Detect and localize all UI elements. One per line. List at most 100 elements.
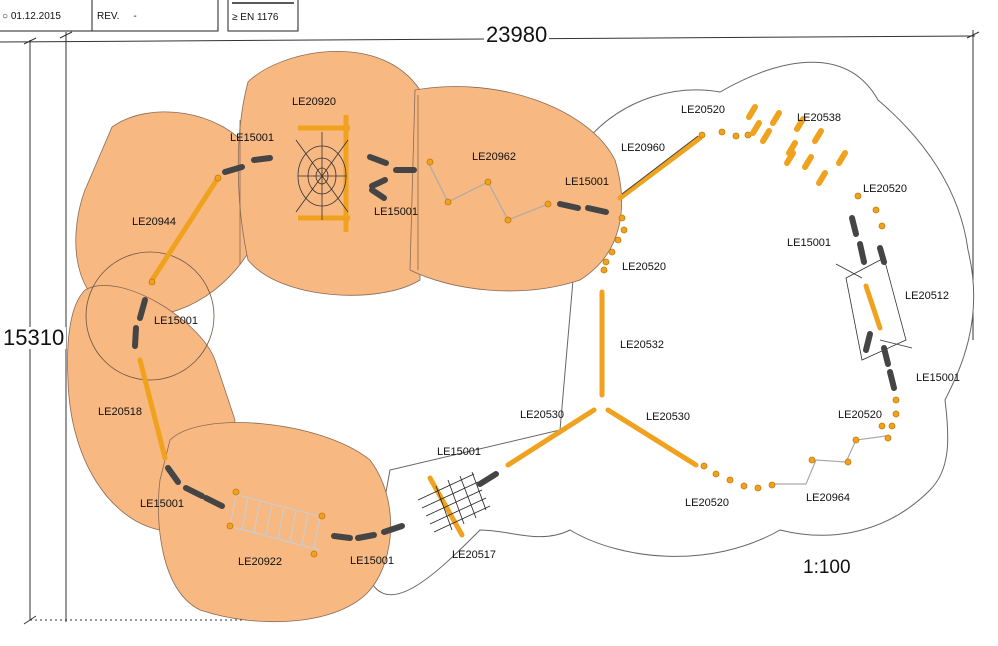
stepping-point — [698, 131, 706, 139]
part-label: LE20517 — [452, 549, 497, 561]
part-label: LE15001 — [565, 176, 610, 188]
stepping-point — [852, 436, 860, 444]
rope-link — [132, 325, 139, 349]
beam-le20518 — [137, 357, 168, 461]
stepping-point — [732, 132, 740, 140]
stump-post — [836, 150, 848, 166]
stump-post — [816, 170, 828, 186]
part-label: LE20512 — [905, 290, 950, 302]
date-text: ○ 01.12.2015 — [2, 11, 61, 22]
stepping-point — [872, 206, 880, 214]
stump-post — [760, 128, 772, 144]
rope-link — [137, 297, 148, 321]
rope-link — [857, 241, 867, 265]
rope-link — [557, 201, 581, 211]
scale-label: 1:100 — [803, 557, 851, 578]
rope-link — [881, 345, 891, 367]
stepping-point — [318, 512, 326, 520]
rope-link — [355, 532, 377, 541]
stump-post — [812, 128, 824, 144]
rope-link — [165, 465, 181, 485]
rope-link — [477, 471, 499, 487]
part-label: LE20538 — [797, 112, 842, 124]
beam-le20512 — [863, 283, 883, 331]
rope-link — [222, 164, 245, 175]
stepping-point — [768, 481, 776, 489]
stepping-point — [808, 456, 816, 464]
rope-link — [877, 245, 887, 265]
stepping-point — [310, 550, 318, 558]
rope-link — [585, 205, 609, 215]
stepping-point — [726, 476, 734, 484]
title-block — [0, 0, 299, 32]
part-label: LE20518 — [98, 406, 143, 418]
rev-label: REV. - — [97, 11, 137, 22]
part-label: LE15001 — [374, 206, 419, 218]
part-label: LE20520 — [685, 497, 730, 509]
standard-text: ≥ EN 1176 — [232, 12, 279, 23]
part-label: LE15001 — [140, 498, 185, 510]
stump-post — [770, 110, 782, 126]
beam-le20530-right — [605, 407, 699, 468]
width-dimension: 23980 — [484, 22, 550, 47]
outer-safety-outline — [369, 61, 975, 596]
beam-le20960 — [617, 135, 703, 201]
stepping-point — [892, 396, 900, 404]
part-label: LE20532 — [620, 339, 665, 351]
stepping-point — [600, 266, 608, 274]
stepping-point — [232, 488, 240, 496]
part-label: LE15001 — [350, 555, 395, 567]
part-label: LE20964 — [806, 492, 851, 504]
stepping-point — [878, 222, 886, 230]
bridge-le20922 — [227, 493, 327, 551]
stepping-point — [608, 248, 616, 256]
height-dimension: 15310 — [1, 325, 67, 350]
stepping-point — [884, 434, 892, 442]
part-label: LE20530 — [646, 411, 691, 423]
stump-post — [786, 140, 798, 156]
rope-frame-le20512 — [835, 257, 913, 361]
part-label: LE20960 — [621, 142, 666, 154]
stepping-point — [892, 410, 900, 418]
stepping-point — [844, 458, 852, 466]
stepping-point — [754, 484, 762, 492]
part-label: LE20520 — [838, 409, 883, 421]
stump-post — [746, 104, 758, 120]
rope-link — [203, 495, 225, 509]
rope-link — [183, 485, 205, 499]
rope-link — [331, 533, 353, 541]
part-label: LE15001 — [230, 132, 275, 144]
part-label: LE20520 — [863, 183, 908, 195]
stepping-point — [718, 128, 726, 136]
stepping-point — [700, 462, 708, 470]
stepping-point — [544, 200, 552, 208]
part-label: LE20944 — [132, 216, 177, 228]
part-label: LE20962 — [472, 151, 517, 163]
part-label: LE15001 — [437, 446, 482, 458]
stepping-point — [214, 174, 222, 182]
part-label: LE20520 — [622, 261, 667, 273]
stepping-point — [148, 278, 156, 286]
stepping-point — [888, 422, 896, 430]
part-label: LE20922 — [238, 556, 283, 568]
beam-le20960-inner — [621, 135, 699, 195]
rope-link — [367, 154, 389, 166]
stepping-point — [426, 158, 434, 166]
part-label: LE20530 — [520, 409, 565, 421]
beam-le20530-left — [505, 407, 597, 468]
stepping-points — [148, 104, 900, 558]
part-label: LE15001 — [916, 372, 961, 384]
rope-link — [251, 155, 273, 163]
net-le20517 — [417, 471, 491, 533]
rope-link — [381, 523, 405, 535]
rope-link — [863, 331, 873, 353]
net-le20920 — [295, 115, 350, 232]
stepping-point — [620, 226, 628, 234]
stepping-point — [878, 422, 886, 430]
part-label: LE20920 — [292, 96, 337, 108]
stump-post — [750, 120, 762, 136]
part-label: LE15001 — [154, 315, 199, 327]
stepping-point — [712, 470, 720, 478]
part-label: LE15001 — [787, 237, 832, 249]
